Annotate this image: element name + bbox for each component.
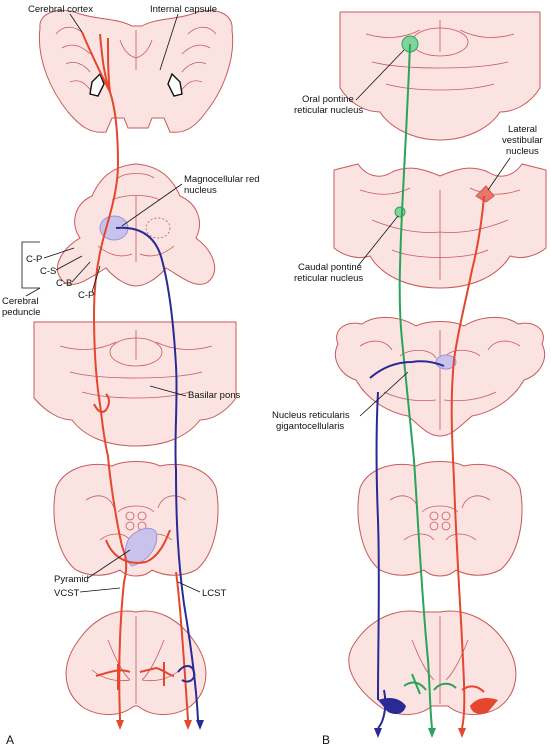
label-lcst: LCST: [202, 588, 226, 599]
label-lateral-vestibular-1: Lateral: [508, 124, 537, 135]
label-caudal-pontine-2: reticular nucleus: [294, 273, 363, 284]
label-oral-pontine-1: Oral pontine: [302, 94, 354, 105]
rostral-medulla-section: [334, 317, 546, 437]
label-pyramid: Pyramid: [54, 574, 89, 585]
rubrospinal-tract: [115, 226, 204, 730]
label-c-s: C-S: [40, 266, 56, 277]
corticospinal-tracts: [81, 31, 192, 730]
reticulospinal-tract: [398, 43, 457, 738]
right-lateral-ventricle: [167, 72, 183, 97]
label-basilar-pons: Basilar pons: [188, 390, 241, 401]
label-internal-capsule: Internal capsule: [150, 4, 217, 15]
pons-section: [33, 321, 237, 447]
label-cerebral-peduncle-1: Cerebral: [2, 296, 38, 307]
label-c-p-top: C-P: [26, 254, 42, 265]
panel-a-labels: Cerebral cortex Internal capsule Magnoce…: [2, 4, 260, 747]
label-c-b: C-B: [56, 278, 72, 289]
label-oral-pontine-2: reticular nucleus: [294, 105, 363, 116]
label-lateral-vestibular-2: vestibular: [502, 135, 543, 146]
caudal-medulla-section: [357, 461, 523, 577]
label-caudal-pontine-1: Caudal pontine: [298, 262, 362, 273]
caudal-pons-section: [333, 163, 547, 289]
label-magnocellular-red-1: Magnocellular red: [184, 174, 260, 185]
forebrain-coronal-section: [38, 10, 234, 133]
label-cerebral-peduncle-2: peduncle: [2, 307, 41, 318]
label-nucleus-gc-2: gigantocellularis: [276, 421, 344, 432]
spinal-cord-section: [65, 610, 207, 715]
gigantocellular-tract: [369, 360, 445, 738]
vestibulospinal-tract: [450, 195, 485, 738]
label-magnocellular-red-2: nucleus: [184, 185, 217, 196]
label-cerebral-cortex: Cerebral cortex: [28, 4, 93, 15]
rostral-pons-section: [339, 11, 541, 141]
panel-b: Oral pontine reticular nucleus Lateral v…: [272, 11, 547, 747]
label-vcst: VCST: [54, 588, 80, 599]
label-lateral-vestibular-3: nucleus: [506, 146, 539, 157]
panel-a: Cerebral cortex Internal capsule Magnoce…: [2, 4, 260, 747]
medulla-section: [53, 461, 219, 577]
panel-a-letter: A: [6, 733, 14, 747]
caudal-pontine-nucleus-shape: [394, 206, 406, 218]
left-lateral-ventricle: [89, 72, 105, 97]
spinal-cord-section-b: [348, 610, 517, 715]
panel-b-letter: B: [322, 733, 330, 747]
label-c-p-bottom: C-P: [78, 290, 94, 301]
panel-b-labels: Oral pontine reticular nucleus Lateral v…: [272, 49, 543, 747]
label-nucleus-gc-1: Nucleus reticularis: [272, 410, 350, 421]
